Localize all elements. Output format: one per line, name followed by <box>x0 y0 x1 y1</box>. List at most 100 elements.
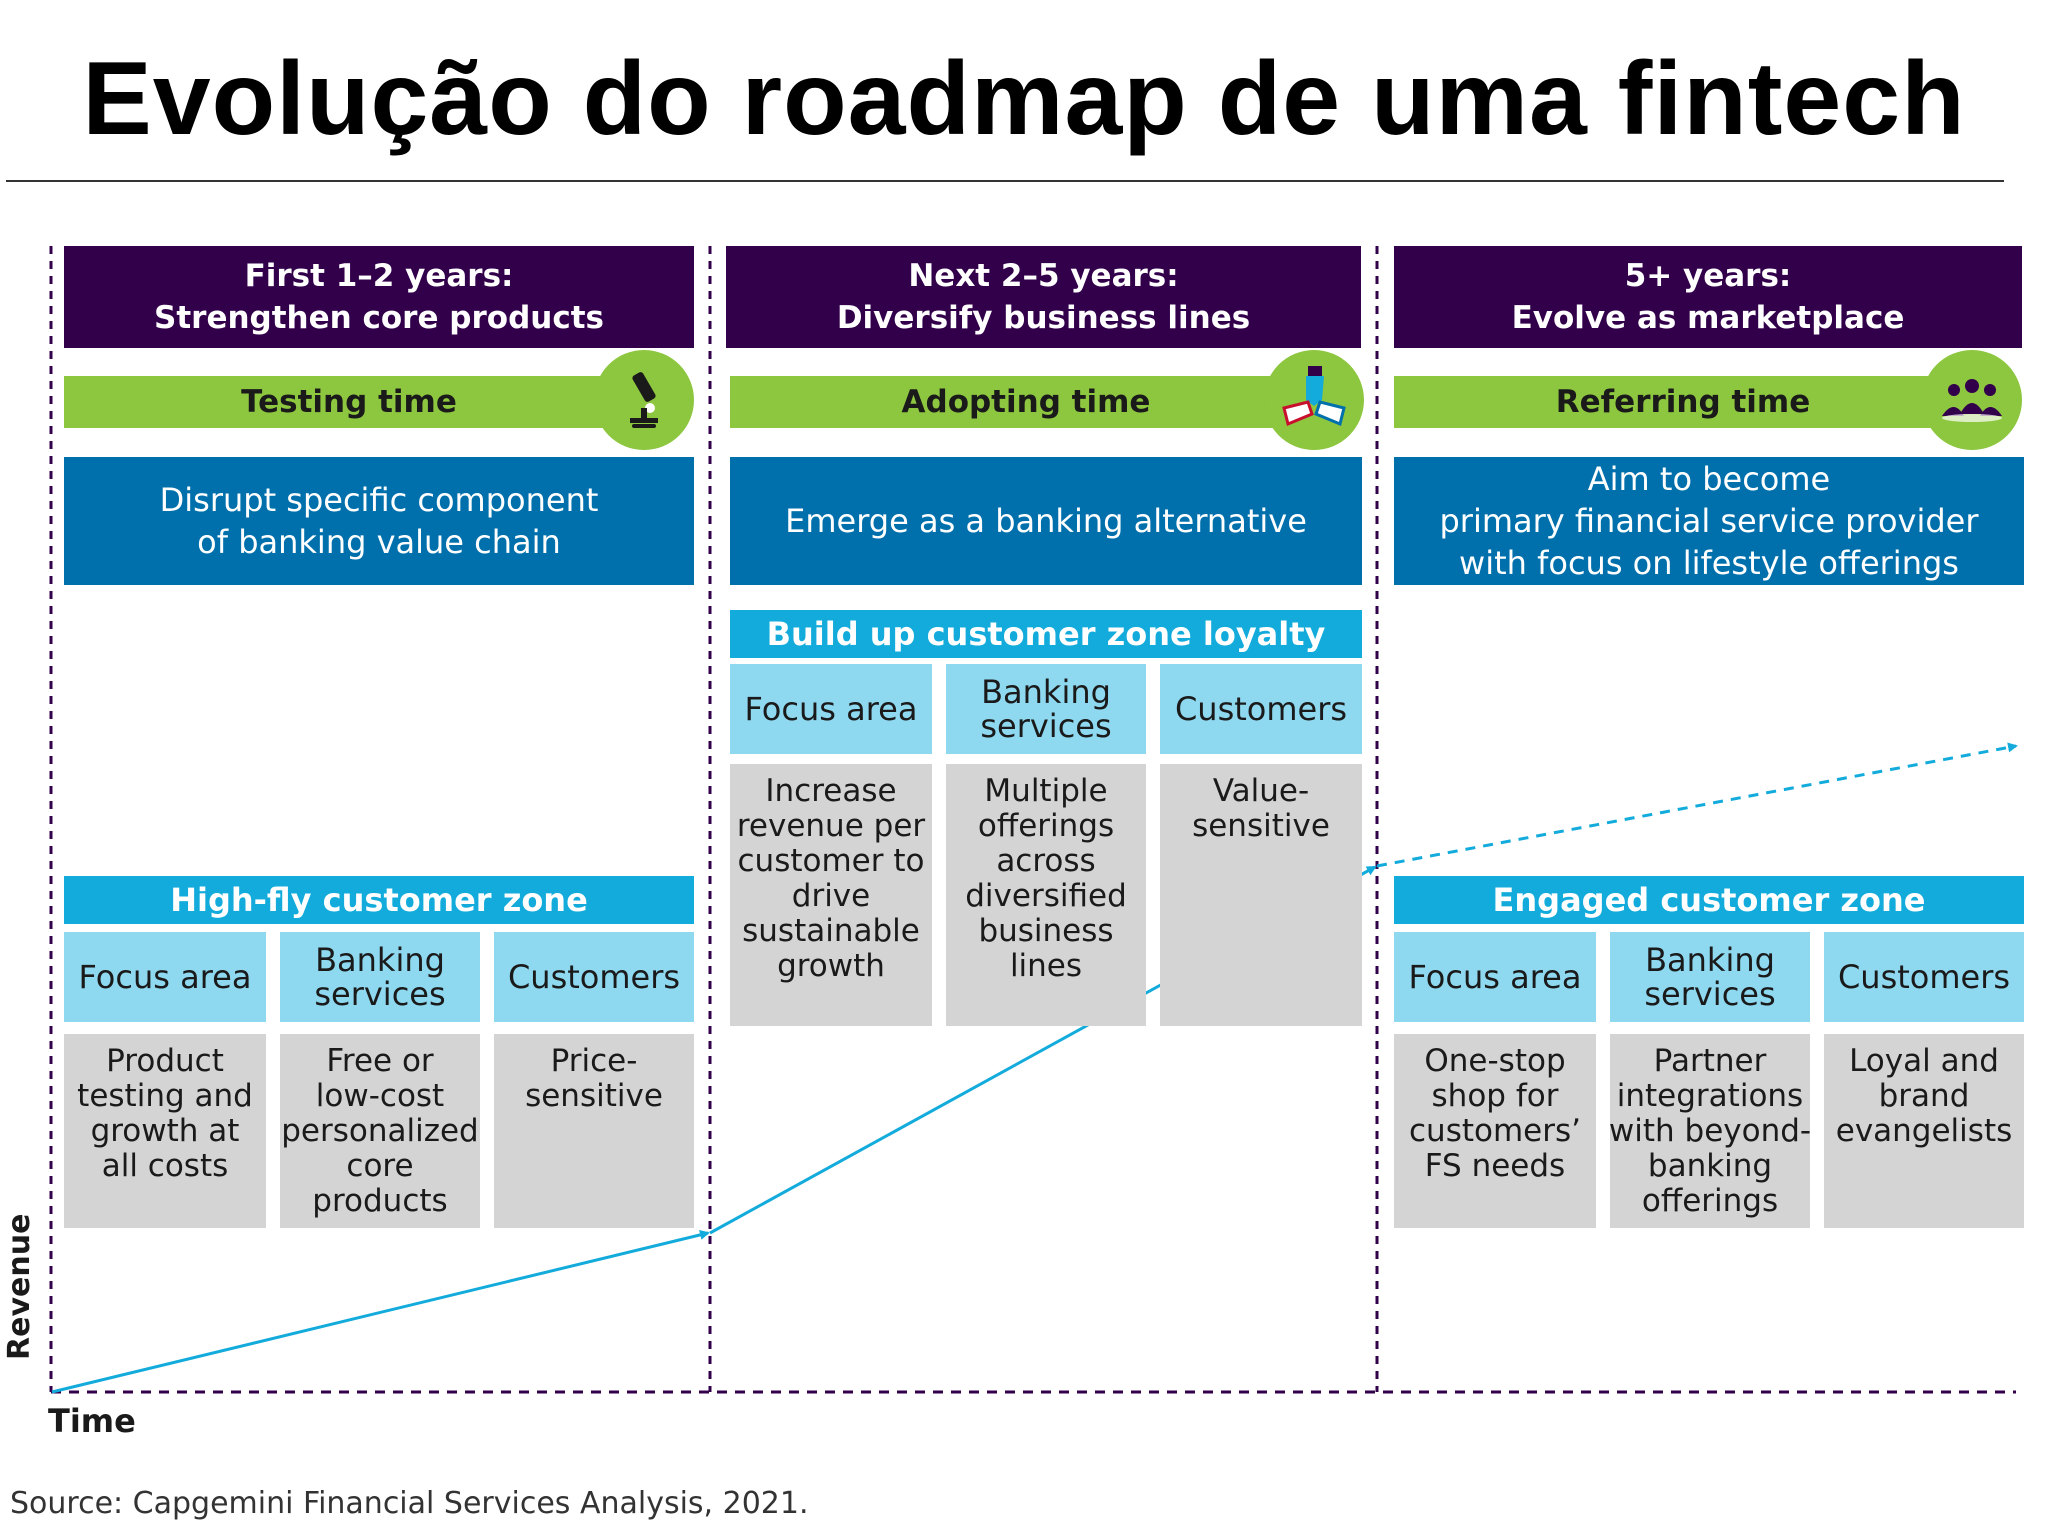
header-text: Focus area <box>1408 958 1582 996</box>
cell-text: with beyond- <box>1608 1113 1812 1149</box>
cell-text: One-stop <box>1424 1043 1566 1079</box>
cell-text: Increase <box>765 773 897 809</box>
cell-text: shop for <box>1431 1078 1559 1114</box>
objective-line: Aim to become <box>1587 460 1831 498</box>
cell-text: drive <box>791 878 871 914</box>
header-text: services <box>314 975 446 1013</box>
cell-text: Loyal and <box>1849 1043 1999 1079</box>
cell-text: Multiple <box>984 773 1108 809</box>
zone-header-banking-services: Banking services <box>280 932 480 1022</box>
zone-cell-customers: Value- sensitive <box>1160 764 1362 1026</box>
cell-text: offerings <box>977 808 1115 844</box>
objective-line: Disrupt specific component <box>159 481 599 519</box>
cell-text: products <box>312 1183 448 1219</box>
cell-text: FS needs <box>1424 1148 1566 1184</box>
revenue-trend-line <box>51 1230 710 1394</box>
cell-text: growth <box>777 948 885 984</box>
cell-text: customer to <box>737 843 925 879</box>
time-bar-adopting: Adopting time <box>730 376 1342 428</box>
joined-hands-icon <box>1264 350 1364 450</box>
zone-cell-banking: Free or low-cost personalized core produ… <box>280 1034 480 1228</box>
zone-cell-focus: Product testing and growth at all costs <box>64 1034 266 1228</box>
cell-text: growth at <box>90 1113 240 1149</box>
cell-text: revenue per <box>736 808 926 844</box>
objective-3: Aim to become primary financial service … <box>1394 457 2024 585</box>
phase-period: 5+ years: <box>1624 258 1792 294</box>
header-text: Customers <box>1837 958 2011 996</box>
time-bar-testing: Testing time <box>64 376 674 428</box>
cell-text: Product <box>106 1043 224 1079</box>
cell-text: banking <box>1647 1148 1773 1184</box>
page-title: Evolução do roadmap de uma fintech <box>82 41 1966 157</box>
zone-header-focus-area: Focus area <box>64 932 266 1022</box>
zone-header-banking-services: Banking services <box>1610 932 1810 1022</box>
cell-text: sustainable <box>742 913 920 949</box>
zone-cell-customers: Loyal and brand evangelists <box>1824 1034 2024 1228</box>
cell-text: testing and <box>77 1078 253 1114</box>
phase-goal: Diversify business lines <box>836 300 1251 336</box>
objective-1: Disrupt specific component of banking va… <box>64 457 694 585</box>
cell-text: core <box>346 1148 414 1184</box>
zone-header-banking-services: Banking services <box>946 664 1146 754</box>
microscope-icon <box>594 350 694 450</box>
zone-cell-banking: Partner integrations with beyond- bankin… <box>1608 1034 1812 1228</box>
cell-text: personalized <box>281 1113 479 1149</box>
zone-title-build-up-loyalty: Build up customer zone loyalty <box>730 610 1362 658</box>
header-text: Banking <box>315 941 445 979</box>
header-text: services <box>1644 975 1776 1013</box>
cell-text: evangelists <box>1835 1113 2013 1149</box>
zone-title-engaged: Engaged customer zone <box>1394 876 2024 924</box>
header-text: Focus area <box>744 690 918 728</box>
header-text: Banking <box>981 673 1111 711</box>
time-label: Testing time <box>241 384 457 420</box>
cell-text: sensitive <box>525 1078 663 1114</box>
cell-text: customers’ <box>1409 1113 1581 1149</box>
zone-cell-banking: Multiple offerings across diversified bu… <box>946 764 1146 1026</box>
time-label: Adopting time <box>901 384 1151 420</box>
phase-goal: Evolve as marketplace <box>1511 300 1905 336</box>
header-text: services <box>980 707 1112 745</box>
phase-period: First 1–2 years: <box>244 258 514 294</box>
revenue-trend-projection <box>1376 742 2018 868</box>
header-text: Banking <box>1645 941 1775 979</box>
x-axis-label: Time <box>48 1402 136 1440</box>
cell-text: brand <box>1878 1078 1970 1114</box>
cell-text: offerings <box>1641 1183 1779 1219</box>
people-group-icon <box>1922 350 2022 450</box>
cell-text: Free or <box>326 1043 434 1079</box>
objective-line: of banking value chain <box>197 523 561 561</box>
cell-text: diversified <box>965 878 1127 914</box>
cell-text: low-cost <box>315 1078 445 1114</box>
zone-header-focus-area: Focus area <box>730 664 932 754</box>
cell-text: Price- <box>550 1043 638 1079</box>
cell-text: Partner <box>1653 1043 1767 1079</box>
objective-line: primary financial service provider <box>1439 502 1979 540</box>
title-divider <box>6 180 2004 182</box>
cell-text: sensitive <box>1192 808 1330 844</box>
cell-text: Value- <box>1212 773 1310 809</box>
zone-title-high-fly: High-fly customer zone <box>64 876 694 924</box>
cell-text: business <box>978 913 1114 949</box>
header-text: Customers <box>1174 690 1348 728</box>
phase-header-3: 5+ years: Evolve as marketplace <box>1394 246 2022 348</box>
zone-header-customers: Customers <box>1824 932 2024 1022</box>
cell-text: all costs <box>101 1148 229 1184</box>
y-axis-label: Revenue <box>2 1213 37 1360</box>
zone-header-customers: Customers <box>1160 664 1362 754</box>
time-bar-referring: Referring time <box>1394 376 2002 428</box>
zone-cell-focus: One-stop shop for customers’ FS needs <box>1394 1034 1596 1228</box>
objective-2: Emerge as a banking alternative <box>730 457 1362 585</box>
zone-header-customers: Customers <box>494 932 694 1022</box>
header-text: Customers <box>507 958 681 996</box>
phase-period: Next 2–5 years: <box>908 258 1179 294</box>
cell-text: integrations <box>1616 1078 1804 1114</box>
cell-text: across <box>996 843 1096 879</box>
phase-header-2: Next 2–5 years: Diversify business lines <box>726 246 1361 348</box>
source-note: Source: Capgemini Financial Services Ana… <box>10 1486 809 1520</box>
zone-cell-customers: Price- sensitive <box>494 1034 694 1228</box>
phase-header-1: First 1–2 years: Strengthen core product… <box>64 246 694 348</box>
objective-line: with focus on lifestyle offerings <box>1459 544 1959 582</box>
objective-line: Emerge as a banking alternative <box>785 502 1307 540</box>
time-label: Referring time <box>1555 384 1811 420</box>
